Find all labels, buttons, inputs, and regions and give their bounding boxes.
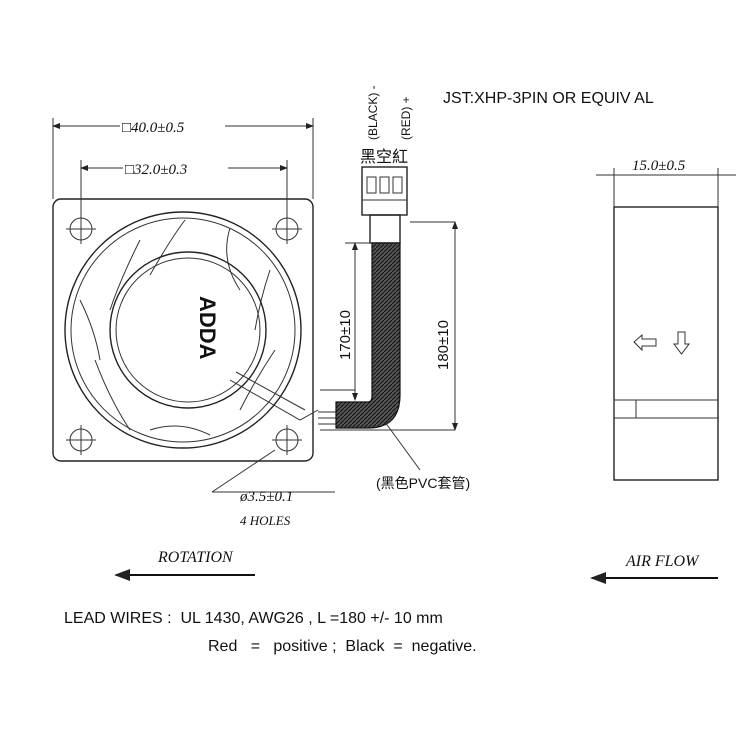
- pvc-sleeve: [335, 242, 401, 429]
- outer-dimension: □40.0±0.5: [122, 120, 185, 136]
- left-arrow-icon: [633, 333, 657, 352]
- mounting-hole-bl: [66, 425, 96, 455]
- sleeve-label: (黑色PVC套管): [376, 475, 470, 491]
- rotation-label: ROTATION: [157, 549, 234, 566]
- long-length: 180±10: [435, 320, 452, 370]
- connector-spec: JST:XHP-3PIN OR EQUIV AL: [443, 90, 654, 107]
- mounting-hole-tr: [272, 214, 302, 244]
- mounting-hole-br: [272, 425, 302, 455]
- sleeve-leader: [384, 421, 421, 471]
- air-flow-label: AIR FLOW: [625, 553, 700, 570]
- fan-front-view: [52, 198, 319, 462]
- lead-wires-note: LEAD WIRES : UL 1430, AWG26 , L =180 +/-…: [64, 610, 443, 627]
- wire-black-label: (BLACK) -: [366, 85, 380, 140]
- side-dim-line: [596, 168, 736, 207]
- fan-logo: ADDA: [195, 296, 220, 360]
- hole-diameter: ø3.5±0.1: [239, 489, 293, 505]
- thickness-dimension: 15.0±0.5: [632, 158, 686, 174]
- hole-count: 4 HOLES: [240, 513, 291, 528]
- hole-leader: [211, 449, 335, 493]
- short-length-dim-line: [320, 242, 372, 401]
- long-length-dim-line: [320, 221, 458, 431]
- fan-side-view: [613, 206, 719, 481]
- polarity-note: Red = positive ; Black = negative.: [208, 638, 477, 655]
- wire-red-label: (RED) +: [399, 96, 413, 140]
- short-length: 170±10: [337, 310, 354, 360]
- connector-housing: [361, 166, 408, 244]
- mounting-hole-tl: [66, 214, 96, 244]
- wire-colors-chinese: 黑空紅: [360, 148, 408, 166]
- hole-spacing-dimension: □32.0±0.3: [125, 162, 187, 178]
- down-arrow-icon: [673, 331, 690, 355]
